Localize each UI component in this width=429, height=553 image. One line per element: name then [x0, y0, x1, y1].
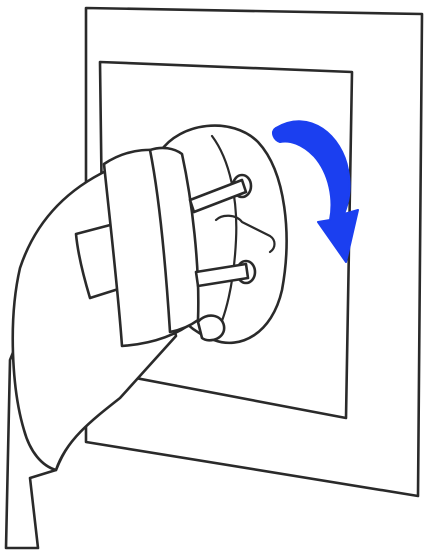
- illustration-canvas: [0, 0, 429, 553]
- plug-insertion-illustration: [0, 0, 429, 553]
